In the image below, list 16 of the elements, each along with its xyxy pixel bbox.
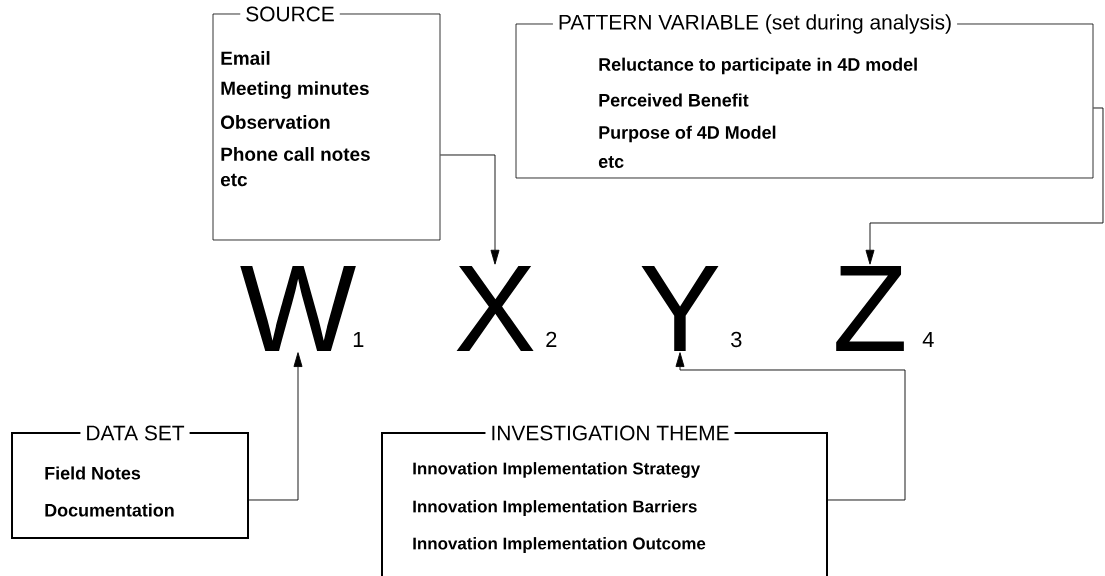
arrow (248, 352, 303, 501)
variable-letter: Y (641, 266, 719, 351)
subscript-number: 2 (546, 331, 557, 347)
text-box: PATTERN VARIABLE (set during analysis) Reluctance to participate in 4D model Perceived Benefit Purpose of 4D Model etc (515, 9, 1094, 179)
subscript-number: 1 (353, 331, 364, 347)
arrow (675, 352, 906, 501)
subscript-number: 4 (922, 331, 934, 347)
arrow (439, 154, 500, 265)
subscript-number: 3 (731, 331, 742, 348)
arrow (865, 107, 1104, 265)
variable-letter: Z (836, 266, 904, 351)
variable-letter: X (456, 266, 534, 351)
text-box: DATA SET Field Notes Documentation (11, 420, 249, 539)
text-box: INVESTIGATION THEME Innovation Implementation Strategy Innovation Implementation Barriers Innovation Implementation Outcome (381, 420, 828, 576)
variable-letter: W (240, 266, 356, 351)
text-box: SOURCE Email Meeting minutes Observation Phone call notes etc (212, 1, 441, 241)
